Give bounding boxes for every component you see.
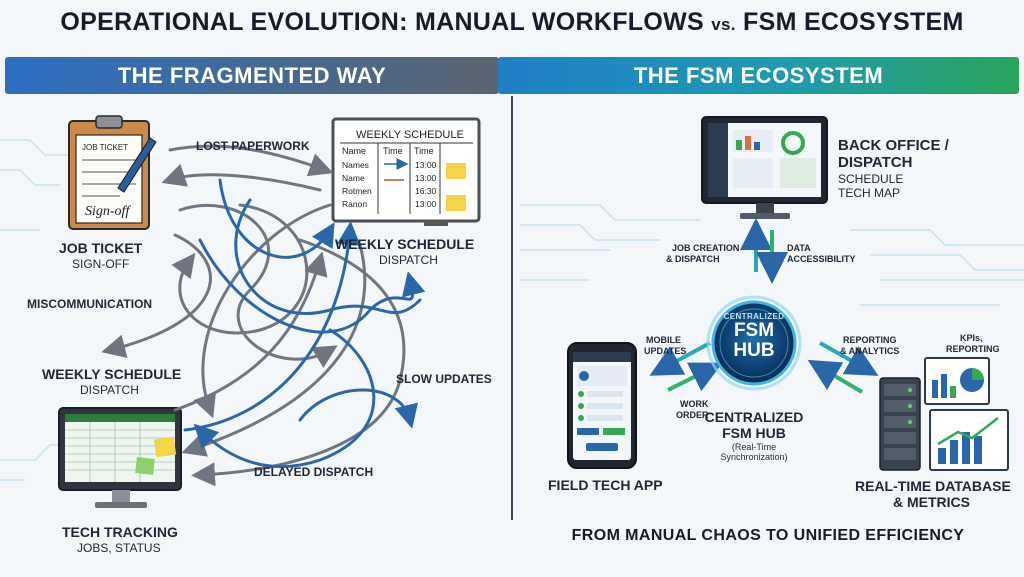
- field-tech-app-label: FIELD TECH APP: [548, 477, 663, 493]
- job-ticket-sub: SIGN-OFF: [72, 257, 130, 271]
- reporting-label-2: & ANALYTICS: [840, 346, 900, 356]
- whiteboard-row-time: 13:00: [415, 173, 437, 183]
- mobile-updates-label-1: MOBILE: [646, 335, 681, 345]
- job-creation-label-1: JOB CREATION: [672, 243, 740, 253]
- centralized-label: CENTRALIZED: [704, 409, 804, 425]
- job-creation-label-2: & DISPATCH: [666, 254, 720, 264]
- reporting-label-1: REPORTING: [843, 335, 897, 345]
- phone-icon: [567, 342, 637, 469]
- fsm-hub: [706, 295, 802, 391]
- title-end: FSM ECOSYSTEM: [743, 8, 964, 36]
- kpis-label-1: KPIs,: [960, 333, 983, 343]
- slow-updates-label: SLOW UPDATES: [396, 372, 492, 386]
- weekly-schedule-left-sub: DISPATCH: [80, 383, 139, 397]
- whiteboard-col-header: Time: [414, 146, 434, 156]
- back-office-label-1: BACK OFFICE /: [838, 137, 949, 154]
- title-main: OPERATIONAL EVOLUTION: MANUAL WORKFLOWS: [60, 8, 704, 36]
- tech-tracking-label: TECH TRACKING: [62, 524, 178, 540]
- whiteboard-row-time: 13:00: [415, 160, 437, 170]
- miscommunication-label: MISCOMMUNICATION: [27, 297, 153, 311]
- tech-tracking-sub: JOBS, STATUS: [77, 541, 161, 555]
- database-server-icon: [879, 357, 1009, 471]
- hub-note-1: (Real-Time: [731, 442, 777, 452]
- hub-text: CENTRALIZED FSM HUB: [717, 312, 791, 361]
- flow-arrows: [649, 218, 879, 394]
- whiteboard-col-header: Name: [342, 146, 366, 156]
- chaos-arrows: [101, 144, 426, 487]
- work-order-label-1: WORK: [680, 399, 709, 409]
- whiteboard-icon: WEEKLY SCHEDULE: [331, 117, 481, 226]
- database-label-2: & METRICS: [893, 494, 970, 510]
- database-label-1: REAL-TIME DATABASE: [855, 478, 1011, 494]
- fsm-ecosystem-banner: THE FSM ECOSYSTEM: [498, 57, 1019, 94]
- footer-tagline: FROM MANUAL CHAOS TO UNIFIED EFFICIENCY: [571, 527, 965, 544]
- weekly-schedule-sub: DISPATCH: [379, 253, 438, 267]
- whiteboard-row-name: Rotmen: [342, 186, 372, 196]
- delayed-dispatch-label: DELAYED DISPATCH: [254, 465, 374, 479]
- whiteboard-heading: WEEKLY SCHEDULE: [356, 129, 464, 141]
- data-access-label-2: ACCESSIBILITY: [787, 254, 856, 264]
- whiteboard-row-name: Names: [342, 160, 369, 170]
- clipboard-title: JOB TICKET: [82, 143, 128, 152]
- panel-divider: [511, 96, 513, 520]
- hub-fsm: FSM: [733, 320, 775, 341]
- weekly-schedule-label: WEEKLY SCHEDULE: [335, 236, 475, 252]
- signoff-script: Sign-off: [85, 204, 131, 219]
- kpis-label-2: REPORTING: [946, 344, 1000, 354]
- work-order-label-2: ORDER: [676, 410, 709, 420]
- whiteboard-row-time: 16:30: [415, 186, 437, 196]
- title-vs: vs.: [711, 15, 736, 34]
- mobile-updates-label-2: UPDATES: [644, 346, 687, 356]
- data-access-label-1: DATA: [787, 243, 811, 253]
- hub-note-2: Synchronization): [720, 452, 788, 462]
- page-title: OPERATIONAL EVOLUTION: MANUAL WORKFLOWS …: [0, 8, 1024, 37]
- hub-top-label: CENTRALIZED: [723, 312, 785, 321]
- circuit-traces: [0, 139, 1024, 481]
- clipboard-icon: JOB TICKET Sign-off: [68, 115, 157, 230]
- fragmented-way-banner: THE FRAGMENTED WAY: [5, 57, 499, 94]
- fsm-hub-label: FSM HUB: [722, 425, 786, 441]
- spreadsheet-monitor-icon: [58, 407, 182, 508]
- back-office-sub-2: TECH MAP: [838, 186, 901, 200]
- whiteboard-col-header: Time: [383, 146, 403, 156]
- back-office-label-2: DISPATCH: [838, 154, 913, 171]
- hub-hub: HUB: [733, 340, 775, 361]
- back-office-sub-1: SCHEDULE: [838, 172, 904, 186]
- back-office-monitor-icon: [701, 116, 828, 219]
- whiteboard-row-name: Name: [342, 173, 365, 183]
- job-ticket-label: JOB TICKET: [59, 240, 143, 256]
- lost-paperwork-label: LOST PAPERWORK: [196, 139, 310, 153]
- whiteboard-row-time: 13:00: [415, 199, 437, 209]
- weekly-schedule-left-label: WEEKLY SCHEDULE: [42, 366, 182, 382]
- whiteboard-row-name: Ranon: [342, 199, 367, 209]
